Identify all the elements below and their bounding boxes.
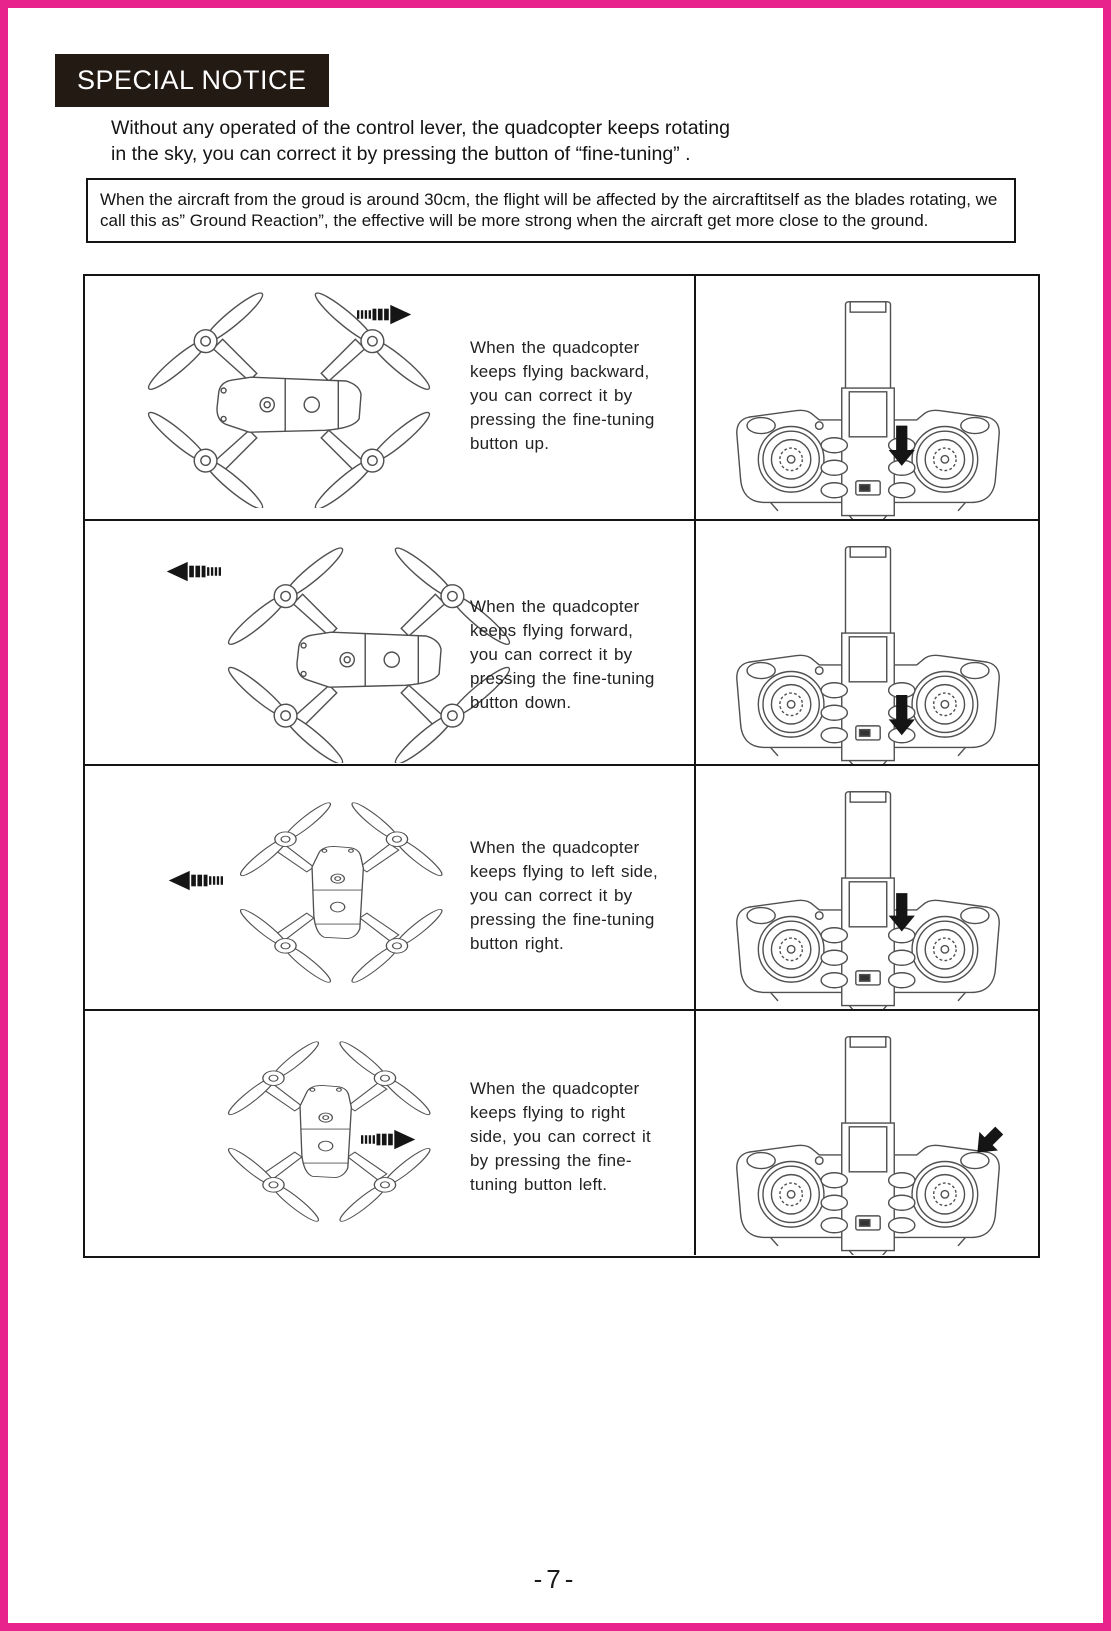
controller-cell [696, 766, 1038, 1009]
intro-line-2: in the sky, you can correct it by pressi… [111, 143, 691, 165]
drone-cell: When the quadcopter keeps flying to left… [85, 766, 696, 1009]
table-row: When the quadcopter keeps flying to left… [85, 766, 1038, 1011]
drone-cell: When the quadcopter keeps flying forward… [85, 521, 696, 764]
motion-arrow-right-icon [361, 1129, 416, 1150]
controller-illustration [736, 791, 1000, 1009]
drone-cell: When the quadcopter keeps flying to righ… [85, 1011, 696, 1255]
press-arrow-icon [888, 425, 915, 466]
controller-cell [696, 521, 1038, 764]
table-row: When the quadcopter keeps flying to righ… [85, 1011, 1038, 1255]
row-description: When the quadcopter keeps flying to righ… [470, 1079, 651, 1194]
controller-illustration [736, 546, 1000, 764]
page-title: SPECIAL NOTICE [55, 54, 329, 107]
page-number: -7- [533, 1564, 578, 1594]
row-description: When the quadcopter keeps flying forward… [470, 597, 655, 712]
controller-cell [696, 276, 1038, 519]
ground-reaction-notice: When the aircraft from the groud is arou… [86, 178, 1016, 243]
motion-arrow-left-icon [168, 870, 223, 891]
motion-arrow-left-icon [166, 561, 221, 582]
controller-illustration [736, 1036, 1004, 1255]
motion-arrow-right-icon [357, 304, 412, 325]
drone-cell: When the quadcopter keeps flying backwar… [85, 276, 696, 519]
row-description: When the quadcopter keeps flying backwar… [470, 338, 655, 453]
controller-illustration [736, 301, 1000, 519]
row-description: When the quadcopter keeps flying to left… [470, 838, 658, 953]
intro-line-1: Without any operated of the control leve… [111, 117, 730, 139]
table-row: When the quadcopter keeps flying forward… [85, 521, 1038, 766]
press-arrow-icon [888, 893, 915, 932]
press-arrow-icon [977, 1126, 1004, 1153]
drone-top-view-vertical [227, 780, 459, 1006]
controller-cell [696, 1011, 1038, 1255]
table-row: When the quadcopter keeps flying backwar… [85, 276, 1038, 521]
intro-paragraph: Without any operated of the control leve… [111, 115, 730, 167]
press-arrow-icon [888, 694, 915, 736]
fine-tuning-table: When the quadcopter keeps flying backwar… [83, 274, 1040, 1258]
